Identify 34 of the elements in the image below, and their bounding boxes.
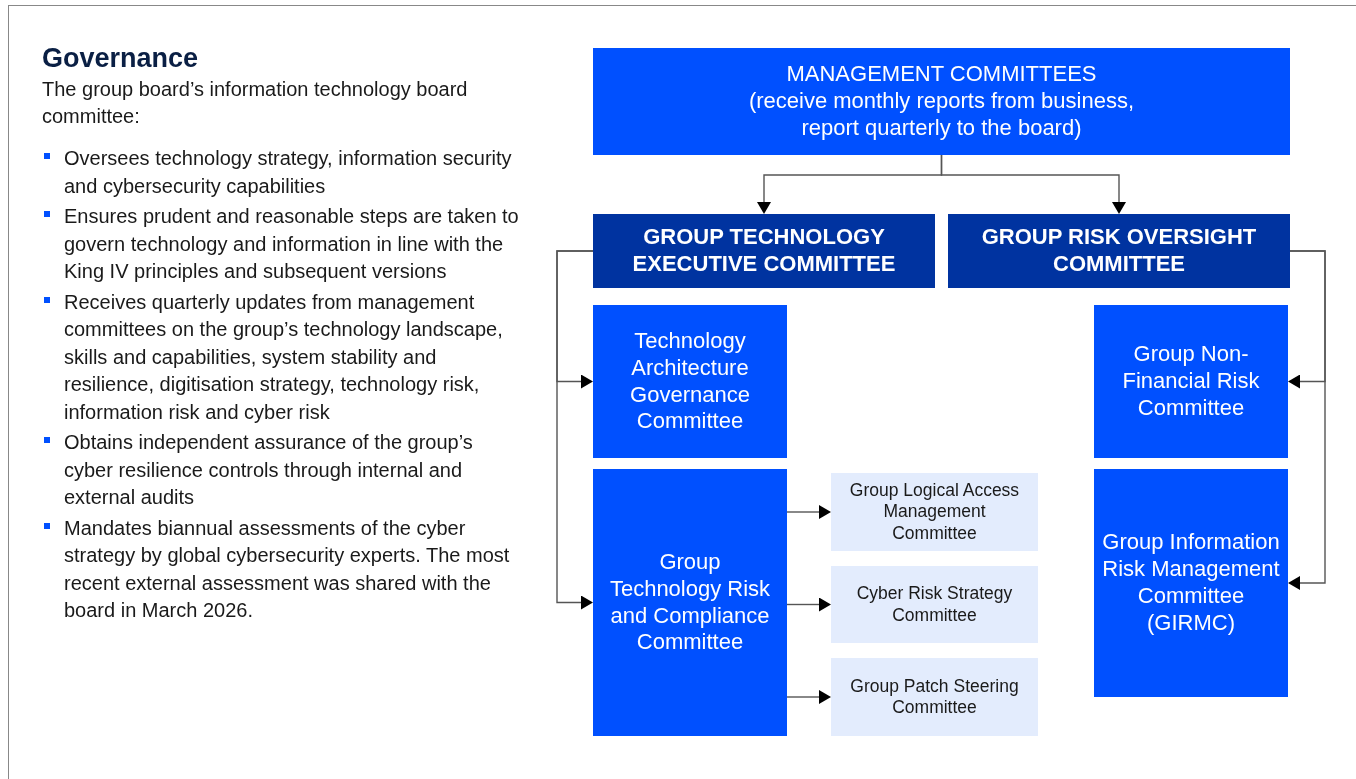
- arrow: [786, 690, 831, 704]
- committee-box: [831, 658, 1038, 736]
- node-text: Group Logical Access Management Committee: [848, 480, 1021, 544]
- node-text: Group Patch Steering Committee: [849, 675, 1020, 719]
- committee-box: [593, 305, 787, 458]
- intro-text: The group board’s information technology board committee:: [42, 77, 469, 129]
- node-text: Technology Architecture Governance Committee: [629, 327, 751, 436]
- node-text: GROUP TECHNOLOGY EXECUTIVE COMMITTEE: [631, 224, 897, 278]
- node-heading: MANAGEMENT COMMITTEES: [786, 61, 1097, 89]
- arrow: [1288, 250, 1326, 590]
- node-text: GROUP RISK OVERSIGHT COMMITTEE: [980, 224, 1258, 278]
- arrow: [556, 250, 594, 610]
- node-text: Group Technology Risk and Compliance Committee: [608, 548, 772, 657]
- committee-box: [831, 473, 1038, 551]
- committee-box: [1094, 305, 1288, 458]
- heading: Governance: [42, 42, 199, 74]
- node-text: Cyber Risk Strategy Committee: [855, 583, 1014, 626]
- committee-box: [948, 214, 1290, 288]
- bullet-item: Oversees technology strategy, information security and cybersecurity capabilities: [42, 145, 520, 200]
- committee-box: [593, 214, 935, 288]
- bullet-item: Obtains independent assurance of the group’s cyber resilience controls through internal and external audits: [42, 429, 520, 512]
- bullet-item: Receives quarterly updates from management committees on the group’s technology landscape, skills and capabilities, system stability and resilience, digitisation strategy, technology risk, information risk and cyber risk: [42, 288, 520, 426]
- committee-box: [593, 48, 1290, 155]
- committee-box: [593, 469, 787, 736]
- node-text: (receive monthly reports from business, report quarterly to the board): [747, 88, 1136, 142]
- arrow: [786, 597, 831, 612]
- committee-box: [831, 566, 1038, 643]
- bullet-item: Ensures prudent and reasonable steps are taken to govern technology and information in line with the King IV principles and subsequent versions: [42, 203, 520, 286]
- node-text: Group Non-Financial Risk Committee: [1121, 341, 1261, 422]
- node-text: Group Information Risk Management Committee (GIRMC): [1102, 529, 1280, 637]
- arrow: [940, 154, 1126, 214]
- arrow: [786, 505, 831, 519]
- committee-box: [1094, 469, 1288, 697]
- bullet-item: Mandates biannual assessments of the cyber strategy by global cybersecurity experts. The most recent external assessment was shared with the board in March 2026.: [42, 514, 520, 625]
